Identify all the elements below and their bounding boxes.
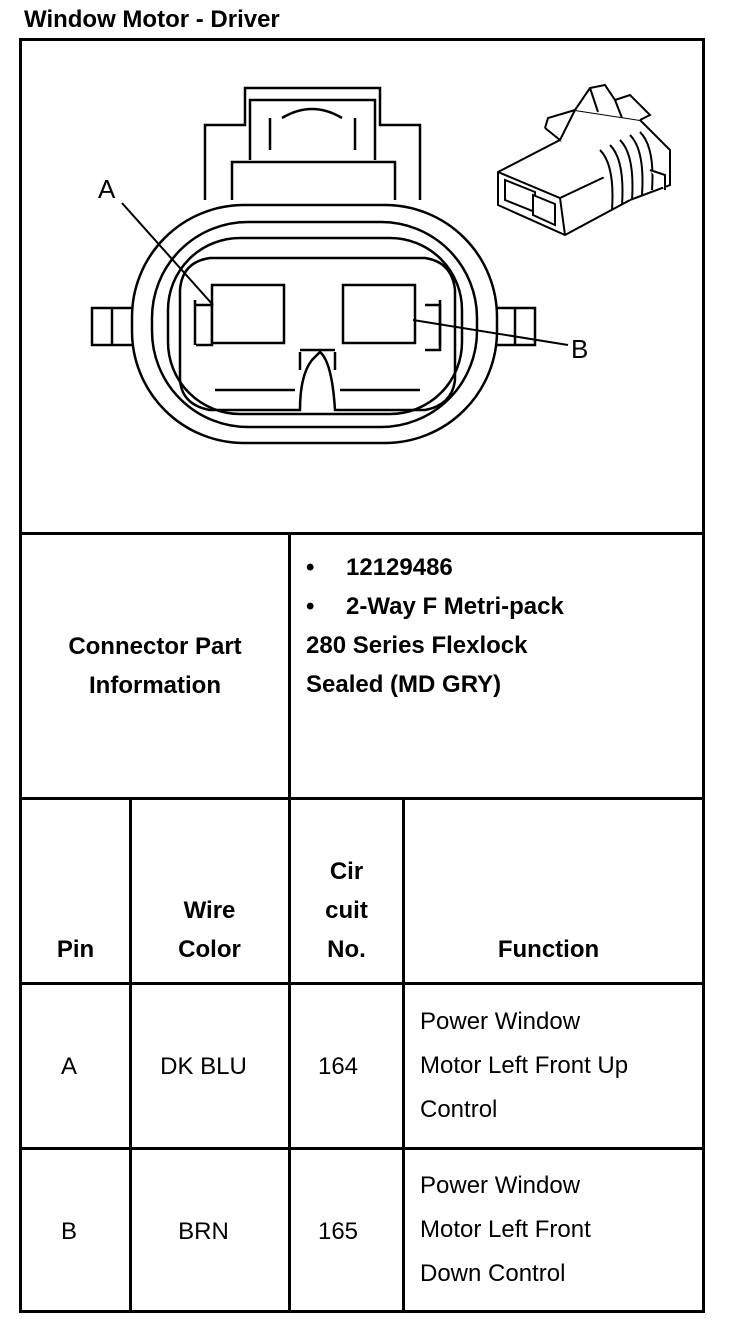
header-function: Function [497, 936, 600, 963]
row-a-circuit: 164 [317, 1052, 359, 1080]
terminal-b [341, 283, 417, 345]
divider-part-col [288, 532, 291, 800]
part-info-label-line1: Connector Part [68, 633, 242, 660]
header-wire-color: Wire Color [178, 897, 241, 963]
part-info-label-line2: Information [89, 672, 221, 699]
connector-shell-outer [130, 203, 499, 445]
row-a-color: DK BLU [160, 1052, 247, 1080]
pin-a-leader [121, 202, 214, 306]
pin-b-label: B [571, 334, 588, 364]
connector-diagram: A B [90, 83, 671, 445]
row-a-pin: A [60, 1052, 77, 1080]
divider-partinfo [19, 797, 705, 800]
part-info-label: Connector Part Information [22, 535, 288, 797]
terminal-a [210, 283, 286, 345]
connector-shell-inner [150, 220, 479, 429]
row-b-circuit: 165 [317, 1218, 359, 1245]
divider-col-1 [129, 797, 132, 1313]
pin-b-leader [412, 319, 569, 346]
header-circuit-no: Cir cuit No. [325, 858, 368, 963]
divider-header [19, 982, 705, 985]
header-pin: Pin [56, 936, 95, 963]
row-a-function: Power Window Motor Left Front Up Control [420, 1008, 629, 1123]
divider-col-2 [288, 797, 291, 1313]
terminal-cavity [178, 256, 457, 412]
page-title: Window Motor - Driver [24, 6, 280, 33]
divider-row-a [19, 1147, 705, 1150]
part-series: 280 Series Flexlock [306, 632, 528, 659]
divider-diagram [19, 532, 705, 535]
row-b-color: BRN [178, 1218, 229, 1245]
pin-a-label: A [98, 174, 116, 204]
row-b-pin: B [60, 1218, 77, 1245]
divider-col-3 [402, 797, 405, 1313]
part-description: 2-Way F Metri-pack [346, 593, 564, 620]
part-number: 12129486 [346, 554, 453, 581]
connector-3d-icon [497, 83, 671, 237]
part-info-details: •12129486 •2-Way F Metri-pack 280 Series… [306, 548, 564, 704]
row-b-function: Power Window Motor Left Front Down Contr… [420, 1172, 591, 1287]
part-seal: Sealed (MD GRY) [306, 671, 502, 698]
connector-table-frame [19, 38, 705, 1313]
latch-housing [203, 86, 422, 200]
